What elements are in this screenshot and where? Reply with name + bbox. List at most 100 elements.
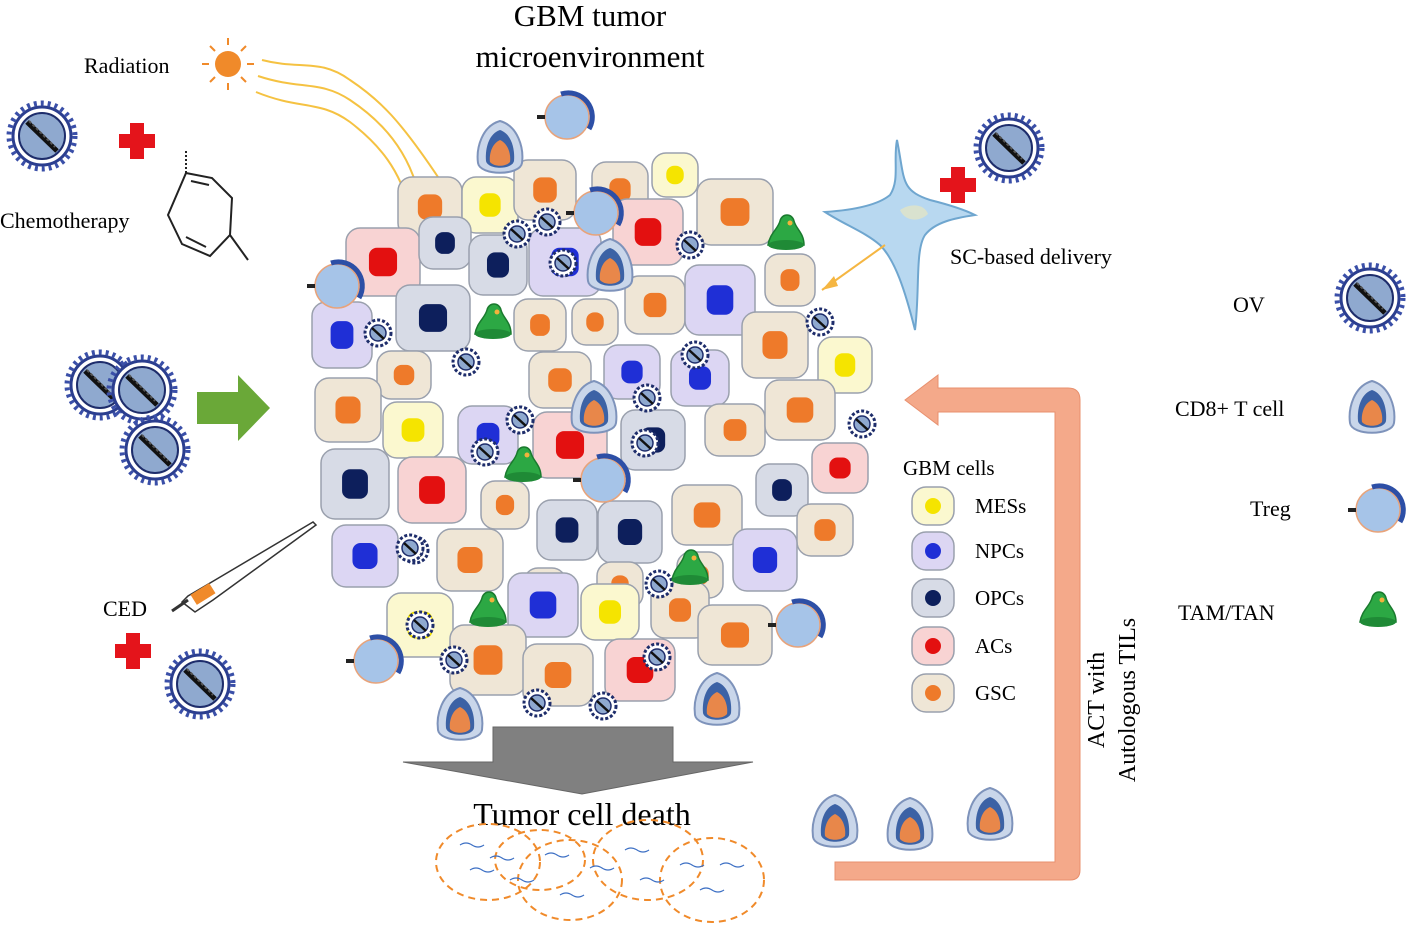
gbm-legend-label: ACs — [975, 634, 1012, 658]
gbm-cell-gsc — [911, 673, 955, 713]
radiation-label: Radiation — [84, 53, 170, 78]
mini-virus-icon — [642, 642, 672, 672]
gbm-cell-acs — [811, 442, 869, 494]
cross-icon — [940, 167, 976, 203]
gbm-cell-opcs — [597, 500, 663, 564]
gbm-legend-label: OPCs — [975, 586, 1024, 610]
gbm-cell-npcs — [331, 524, 399, 588]
gbm-cell-opcs — [395, 284, 471, 352]
oncolytic-virus-icon — [1337, 265, 1403, 331]
mini-virus-icon — [630, 428, 660, 458]
stem-cell-icon — [821, 139, 979, 331]
mini-virus-icon — [405, 610, 435, 640]
tam-legend-label: TAM/TAN — [1178, 600, 1275, 625]
tumor-cluster — [307, 93, 877, 741]
cross-icon — [115, 633, 151, 669]
gbm-cell-gsc — [696, 178, 774, 246]
gbm-legend-label: MESs — [975, 494, 1026, 518]
sc-delivery-arrow — [821, 244, 886, 291]
outcome-label: Tumor cell death — [473, 796, 690, 832]
treg-legend-label: Treg — [1250, 496, 1291, 521]
gbm-cell-gsc — [671, 484, 743, 546]
oncolytic-virus-icon — [167, 651, 233, 717]
mini-virus-icon — [548, 248, 578, 278]
gbm-cell-gsc — [764, 379, 836, 441]
mini-virus-icon — [505, 405, 535, 435]
cd8-t-cell-icon — [436, 687, 484, 741]
mini-virus-icon — [502, 219, 532, 249]
cd8-t-cell-icon — [693, 672, 741, 726]
act-label-line-2: Autologous TILs — [1115, 618, 1141, 782]
act-arrow — [834, 373, 1081, 881]
treg-icon — [1348, 486, 1403, 532]
gbm-cell-gsc — [528, 351, 592, 409]
gbm-cell-opcs — [418, 216, 472, 270]
cd8-t-cell-icon — [1348, 380, 1396, 434]
mini-virus-icon — [805, 307, 835, 337]
mini-virus-icon — [675, 230, 705, 260]
gbm-cell-acs — [612, 198, 684, 266]
gbm-legend-item-npcs: NPCs — [911, 531, 1024, 571]
gbm-cell-gsc — [449, 624, 527, 696]
gbm-cell-opcs — [468, 234, 528, 296]
mini-virus-icon — [439, 645, 469, 675]
gbm-cell-gsc — [764, 253, 816, 307]
gbm-cell-acs — [397, 456, 467, 524]
syringe-icon — [171, 521, 318, 613]
gbm-cell-gsc — [741, 311, 809, 379]
mini-virus-icon — [644, 569, 674, 599]
gbm-cell-opcs — [536, 499, 598, 561]
ov-legend-label: OV — [1233, 292, 1265, 317]
gbm-cell-gsc — [697, 604, 773, 666]
cd8-t-cell-icon — [476, 120, 524, 174]
mini-virus-icon — [680, 340, 710, 370]
gbm-cell-gsc — [796, 503, 854, 557]
gbm-cell-gsc — [513, 298, 567, 352]
tam-tan-icon — [469, 591, 507, 628]
mini-virus-icon — [588, 691, 618, 721]
gbm-cell-mess — [911, 486, 955, 526]
ced-label: CED — [103, 596, 147, 621]
gbm-cell-opcs — [320, 448, 390, 520]
treg-icon — [307, 262, 362, 308]
gbm-cell-opcs — [911, 578, 955, 618]
sun-icon — [202, 38, 254, 90]
gbm-cell-gsc — [376, 350, 432, 400]
mini-virus-icon — [363, 318, 393, 348]
cd8-t-cell-icon — [966, 787, 1014, 841]
treg-icon — [537, 93, 592, 139]
gbm-cell-acs — [911, 626, 955, 666]
gbm-legend-item-gsc: GSC — [911, 673, 1016, 713]
cd8-legend-label: CD8+ T cell — [1175, 396, 1284, 421]
mini-virus-icon — [632, 383, 662, 413]
chemotherapy-label: Chemotherapy — [0, 208, 130, 233]
gbm-cell-npcs — [732, 528, 798, 592]
gbm-cell-mess — [580, 583, 640, 641]
gbm-cell-mess — [651, 152, 699, 198]
gbm-cell-gsc — [436, 528, 504, 592]
mini-virus-icon — [847, 409, 877, 439]
mini-virus-icon — [532, 207, 562, 237]
cd8-t-cell-icon — [811, 794, 859, 848]
tumor-death-arrow — [402, 726, 754, 795]
gbm-legend-label: NPCs — [975, 539, 1024, 563]
gbm-legend-title: GBM cells — [903, 456, 995, 480]
gbm-cell-gsc — [571, 298, 619, 346]
oncolytic-virus-icon — [976, 115, 1042, 181]
gbm-cell-opcs — [755, 463, 809, 517]
gbm-cell-gsc — [480, 480, 530, 530]
gbm-cell-mess — [382, 401, 444, 459]
gbm-cell-npcs — [311, 301, 373, 369]
act-label-line-1: ACT with — [1084, 652, 1110, 748]
tam-tan-icon — [1359, 591, 1397, 628]
dead-cells-icon — [435, 819, 765, 923]
tam-tan-icon — [474, 303, 512, 340]
gbm-cell-mess — [817, 336, 873, 394]
oncolytic-virus-icon — [122, 417, 188, 483]
gbm-cell-acs — [345, 227, 421, 297]
title-line-1: GBM tumor — [514, 0, 667, 33]
gbm-cell-gsc — [650, 581, 710, 639]
gbm-cell-npcs — [684, 264, 756, 336]
